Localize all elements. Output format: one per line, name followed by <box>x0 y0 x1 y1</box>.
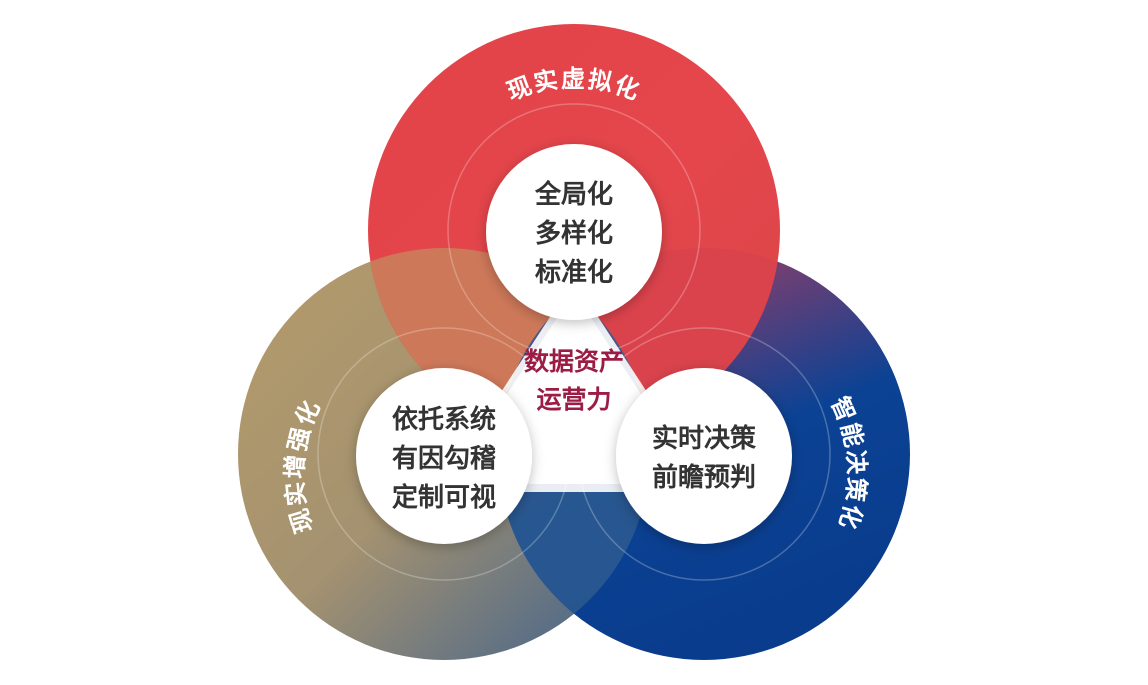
inner-line: 有因勾稽 <box>392 444 496 474</box>
inner-line: 多样化 <box>535 218 613 249</box>
inner-text-top: 全局化 多样化 标准化 <box>534 179 613 288</box>
center-line: 数据资产 <box>524 347 624 376</box>
inner-line: 定制可视 <box>392 482 496 513</box>
inner-circle-right <box>616 368 792 544</box>
inner-line: 全局化 <box>534 179 613 210</box>
inner-circle-top <box>486 144 662 320</box>
inner-line: 实时决策 <box>652 423 756 454</box>
inner-line: 依托系统 <box>392 404 496 435</box>
guide-ring-left <box>317 327 571 581</box>
inner-text-right: 实时决策 前瞻预判 <box>652 423 756 493</box>
center-text: 数据资产 运营力 <box>524 347 624 414</box>
guide-ring-top <box>447 103 701 357</box>
inner-line: 标准化 <box>535 258 613 288</box>
inner-circle-left <box>356 368 532 544</box>
inner-line: 前瞻预判 <box>652 462 756 493</box>
inner-text-left: 依托系统 有因勾稽 定制可视 <box>392 404 496 513</box>
center-line: 运营力 <box>536 385 611 414</box>
guide-ring-right <box>577 327 831 581</box>
